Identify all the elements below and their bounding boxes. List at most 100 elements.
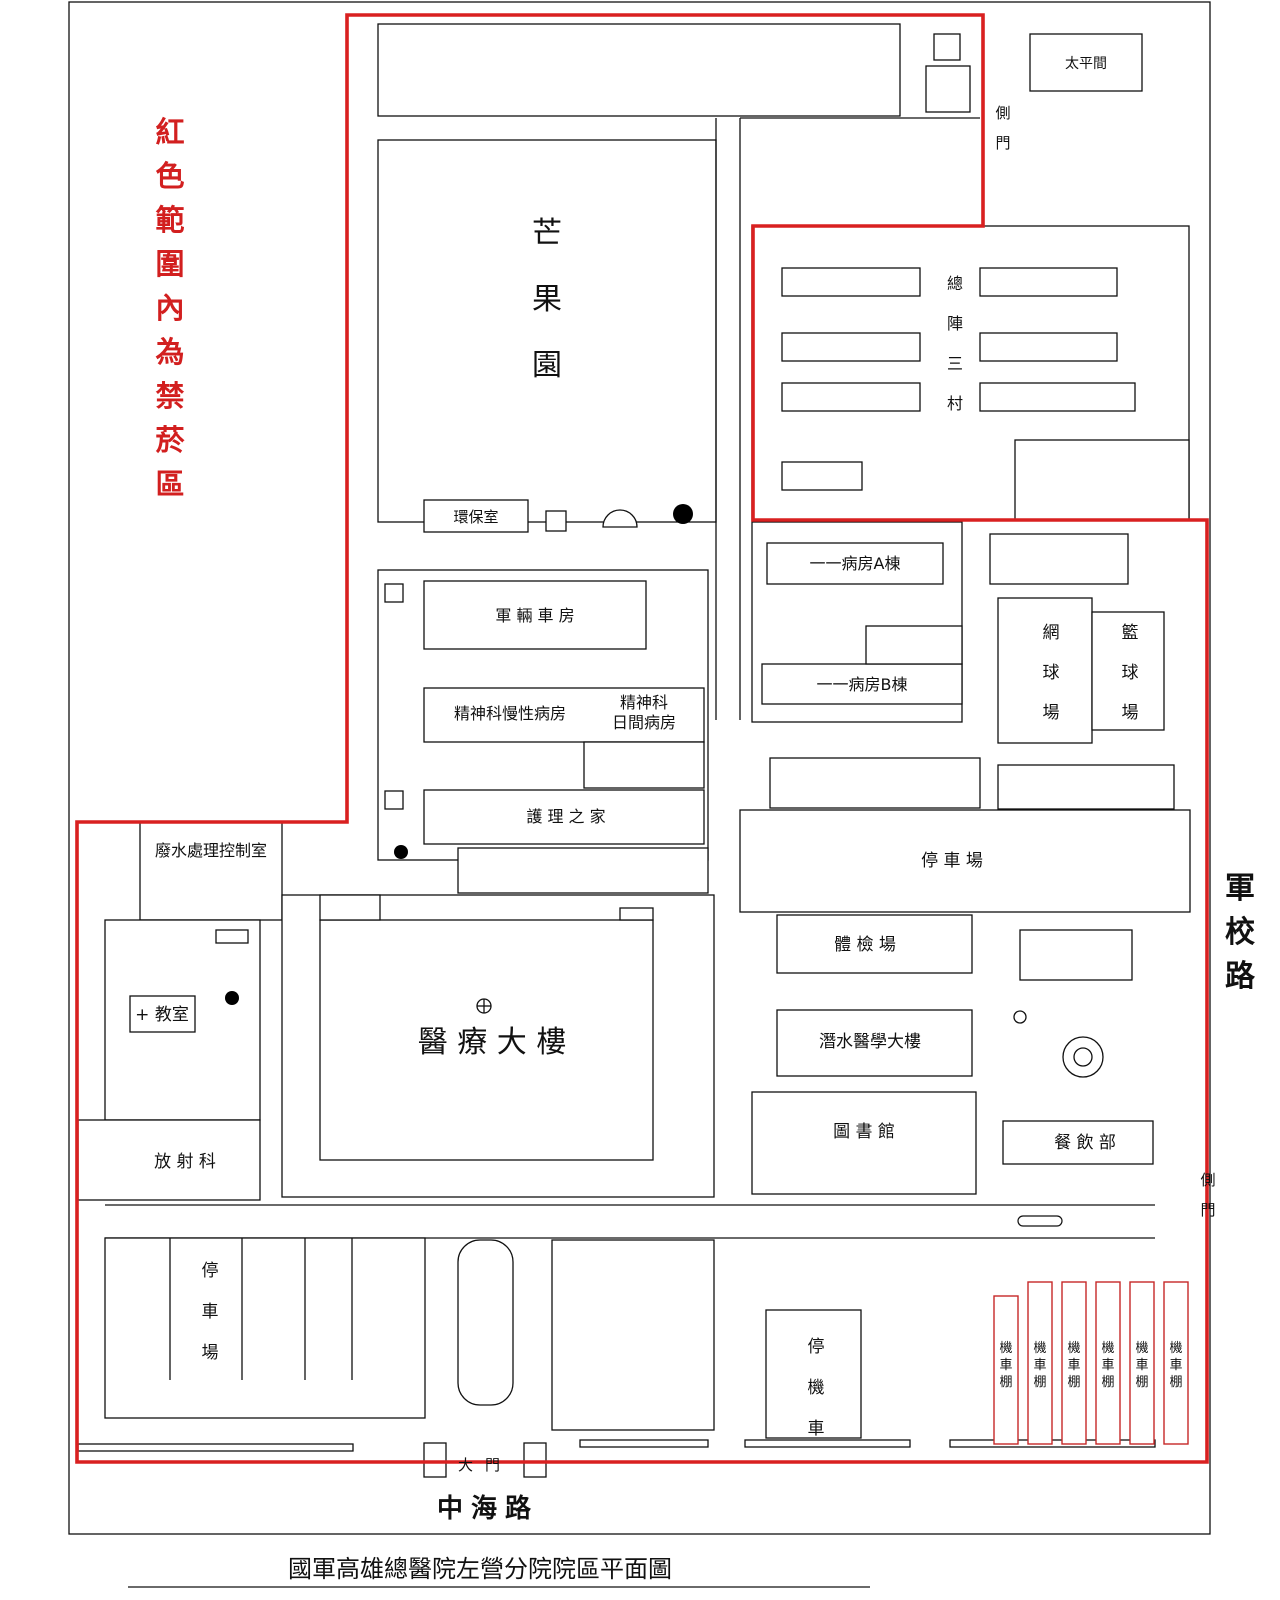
- parking-left-label: 停車場: [202, 1261, 219, 1363]
- checkup-building: [776, 914, 973, 974]
- dining-label: 餐 飲 部: [1054, 1133, 1116, 1153]
- moto-shed-label: 機車棚: [1135, 1341, 1148, 1390]
- village-house-5: [979, 267, 1118, 297]
- main-building-stairs-left: [319, 894, 381, 921]
- moto-shed-label: 機車棚: [1033, 1341, 1046, 1390]
- guard-box-2: [925, 65, 971, 113]
- garage-label: 軍 輛 車 房: [495, 606, 574, 625]
- nursing-home-label: 護 理 之 家: [526, 807, 605, 826]
- village-house-7: [979, 382, 1136, 412]
- psy-day-building: [583, 741, 705, 789]
- orchard-area: [377, 139, 717, 523]
- moto-shed-label: 機車棚: [1169, 1341, 1182, 1390]
- junxiao-road-label: 軍校路: [1225, 871, 1256, 994]
- dome-structure: [602, 509, 638, 528]
- parking-top-label: 停 車 場: [921, 851, 983, 871]
- tennis-label: 網球場: [1043, 623, 1060, 723]
- gate-pillar-right: [523, 1442, 547, 1478]
- village-label: 總陣三村: [947, 274, 963, 413]
- tag-box-1: [384, 583, 404, 603]
- tennis-court: [997, 597, 1093, 744]
- garage-building: [423, 580, 647, 650]
- moto-shed-4: [1095, 1281, 1121, 1445]
- strip-right: [997, 764, 1175, 810]
- top-strip: [377, 23, 901, 117]
- taiping-label: 太平間: [1065, 56, 1107, 72]
- main-building: [319, 919, 654, 1161]
- classroom-label: + 教室: [135, 1005, 189, 1025]
- bottom-bar-1: [77, 1443, 354, 1452]
- moto-shed-label: 機車棚: [999, 1341, 1012, 1390]
- small-kiosk: [545, 510, 567, 532]
- moto-shed-1: [993, 1295, 1019, 1445]
- ward-a-building: [766, 542, 944, 585]
- roundabout-center: [1073, 1047, 1093, 1067]
- ward-b-building: [761, 663, 963, 705]
- waste-room-building: [423, 499, 529, 533]
- main-building-stairs-right: [619, 907, 654, 921]
- radiology-label: 放 射 科: [154, 1152, 216, 1172]
- map-frame: [68, 1, 1211, 1535]
- moto-shed-3: [1061, 1281, 1087, 1445]
- classroom-building: [129, 995, 196, 1033]
- diving-label: 潛水醫學大樓: [819, 1032, 921, 1052]
- checkup-label: 體 檢 場: [834, 935, 896, 955]
- sewage-label: 廢水處理控制室: [155, 841, 267, 860]
- svg-text:紅色範圍內為禁菸區: 紅色範圍內為禁菸區: [155, 115, 185, 501]
- map-title: 國軍高雄總醫院左營分院院區平面圖: [288, 1555, 672, 1583]
- library-label: 圖 書 館: [833, 1122, 895, 1142]
- bottom-bar-2: [579, 1439, 709, 1448]
- radiology-building: [77, 1119, 261, 1201]
- main-gate-label: 大門: [458, 1456, 512, 1474]
- legend-text: 紅色範圍內為禁菸區: [155, 115, 185, 501]
- ward-b-label: 一一病房B棟: [817, 675, 908, 694]
- sports-top-building: [989, 533, 1129, 585]
- ward-a-label: 一一病房A棟: [810, 554, 901, 573]
- moto-shed-5: [1129, 1281, 1155, 1445]
- bottom-bar-3: [744, 1439, 911, 1448]
- psy-chronic-label: 精神科慢性病房: [454, 704, 566, 723]
- fountain-icon: [225, 991, 239, 1005]
- ward-annex: [865, 625, 963, 665]
- small-sign: [215, 929, 249, 944]
- dining-building: [1002, 1120, 1154, 1165]
- moto-shed-label: 機車棚: [1067, 1341, 1080, 1390]
- village-house-2: [781, 332, 921, 362]
- plaza-island: [457, 1239, 514, 1406]
- moto-shed-2: [1027, 1281, 1053, 1445]
- smoke-free-boundary: [75, 13, 1209, 1464]
- globe-icon: [1013, 1010, 1027, 1024]
- parking-lot-left: [104, 1237, 426, 1419]
- psy-day-label-2: 日間病房: [612, 713, 676, 732]
- village-house-3: [781, 382, 921, 412]
- nursing-home-building: [423, 789, 705, 845]
- moto-shed-label: 機車棚: [1101, 1341, 1114, 1390]
- guard-box-1: [933, 33, 961, 61]
- moto-shed-6: [1163, 1281, 1189, 1445]
- connector-block: [457, 847, 709, 894]
- strip-left: [769, 757, 981, 809]
- sewage-building: [139, 821, 283, 921]
- orchard-label: 芒果園: [532, 216, 562, 383]
- library-building: [751, 1091, 977, 1195]
- basketball-court: [1091, 611, 1165, 731]
- village-house-1: [781, 267, 921, 297]
- psy-chronic-building: [423, 687, 705, 743]
- main-building-label: 醫 療 大 樓: [418, 1025, 567, 1060]
- zhonghai-road-label: 中海路: [437, 1493, 539, 1524]
- globe-icon: [394, 845, 408, 859]
- waste-room-label: 環保室: [453, 508, 498, 526]
- lot-center: [551, 1239, 715, 1431]
- village-house-6: [979, 332, 1118, 362]
- motorcycle-label: 停機車: [808, 1337, 825, 1439]
- tag-box-2: [384, 790, 404, 810]
- village-house-4: [781, 461, 863, 491]
- side-gate-top-label: 側門: [995, 104, 1010, 152]
- side-gate-right-label: 側門: [1200, 1171, 1215, 1219]
- taiping-building: [1029, 33, 1143, 92]
- village-annex: [1014, 439, 1190, 521]
- bell-icon: [673, 504, 693, 524]
- diving-building: [776, 1009, 973, 1077]
- basketball-label: 籃球場: [1122, 623, 1139, 723]
